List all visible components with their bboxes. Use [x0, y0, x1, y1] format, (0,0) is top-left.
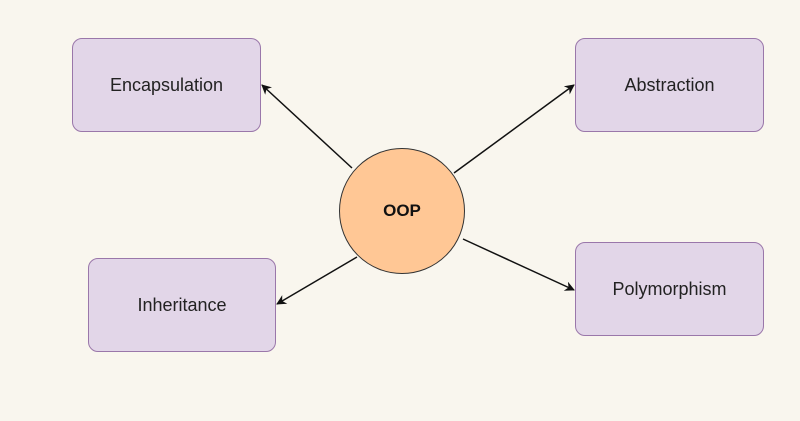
abstraction-label: Abstraction	[624, 74, 715, 95]
arrow-to-encapsulation	[261, 84, 353, 169]
polymorphism-label: Polymorphism	[612, 278, 727, 299]
inheritance-label: Inheritance	[137, 294, 227, 315]
arrow-to-polymorphism	[462, 238, 575, 291]
inheritance-node: Inheritance	[88, 258, 276, 352]
encapsulation-node: Encapsulation	[72, 38, 261, 132]
arrow-to-abstraction	[453, 84, 575, 174]
arrow-to-inheritance	[276, 256, 358, 305]
polymorphism-node: Polymorphism	[575, 242, 764, 336]
oop-label: OOP	[383, 201, 421, 220]
abstraction-node: Abstraction	[575, 38, 764, 132]
encapsulation-label: Encapsulation	[109, 74, 224, 95]
oop-center-node: OOP	[339, 148, 465, 274]
